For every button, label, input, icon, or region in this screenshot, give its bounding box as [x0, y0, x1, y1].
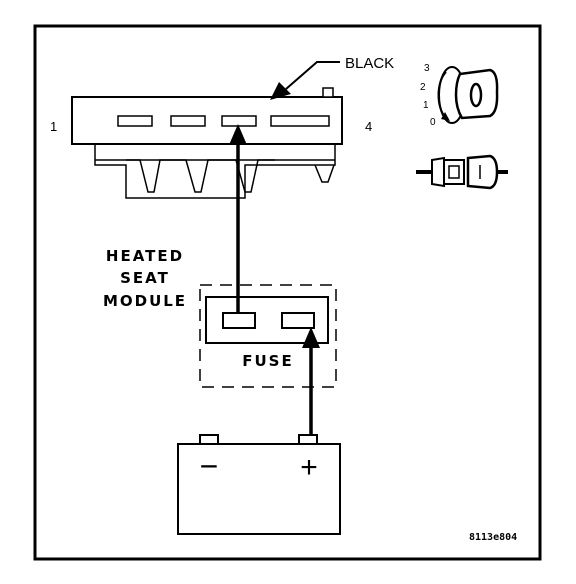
fuse-block: FUSE — [199, 284, 337, 388]
connector-pin-2 — [170, 115, 206, 127]
key-hole — [469, 82, 483, 108]
fuse-terminal-left — [222, 312, 256, 329]
pin-label-right: 4 — [365, 119, 372, 134]
connector-latch-right — [314, 164, 335, 183]
arrow-battery-to-fuse-head — [302, 327, 320, 348]
battery-negative-symbol: − — [200, 448, 219, 484]
connector-latch-left — [126, 159, 275, 193]
connector-tab — [322, 87, 334, 98]
figure-id: 8113e804 — [469, 532, 517, 543]
fuse-label: FUSE — [242, 352, 293, 370]
callout-leader-line — [285, 61, 340, 90]
module-label: HEATED SEAT MODULE — [103, 247, 187, 310]
connector-color-label: BLACK — [345, 55, 394, 72]
connector-pair-icon — [416, 154, 508, 190]
ignition-switch-icon: 3 2 1 0 — [420, 63, 499, 128]
pin-label-left: 1 — [50, 119, 57, 134]
connector-skirt — [94, 144, 336, 199]
ignition-position-2: 2 — [420, 82, 426, 93]
ignition-position-1: 1 — [423, 100, 429, 111]
battery-case — [177, 443, 341, 535]
rotation-arrowhead — [441, 112, 450, 121]
connector: 1 4 — [50, 87, 372, 199]
module-label-line3: MODULE — [103, 292, 187, 310]
test-lead-arrows — [229, 124, 320, 435]
connector-pin-3 — [221, 115, 257, 127]
pair-plug-male — [431, 156, 445, 188]
connector-color-callout: BLACK — [270, 55, 394, 100]
key-head — [454, 68, 499, 120]
battery: − + — [177, 434, 341, 535]
fuse-outline-dashed — [199, 284, 337, 388]
pair-plug-female — [466, 154, 499, 190]
connector-pin-1 — [117, 115, 153, 127]
pair-plug-male-body — [443, 159, 465, 185]
pair-plug-male-latch — [448, 165, 460, 179]
callout-arrowhead — [270, 82, 291, 100]
arrow-fuse-to-connector-head — [229, 124, 247, 145]
battery-terminal-negative — [199, 434, 219, 445]
fuse-terminal-right — [281, 312, 315, 329]
module-label-line2: SEAT — [120, 269, 170, 287]
ignition-position-3: 3 — [424, 63, 430, 74]
battery-positive-symbol: + — [300, 451, 318, 484]
battery-terminal-positive — [298, 434, 318, 445]
figure-frame — [33, 24, 542, 561]
ignition-position-0: 0 — [430, 117, 436, 128]
module-label-line1: HEATED — [106, 247, 184, 265]
connector-pin-4 — [270, 115, 330, 127]
